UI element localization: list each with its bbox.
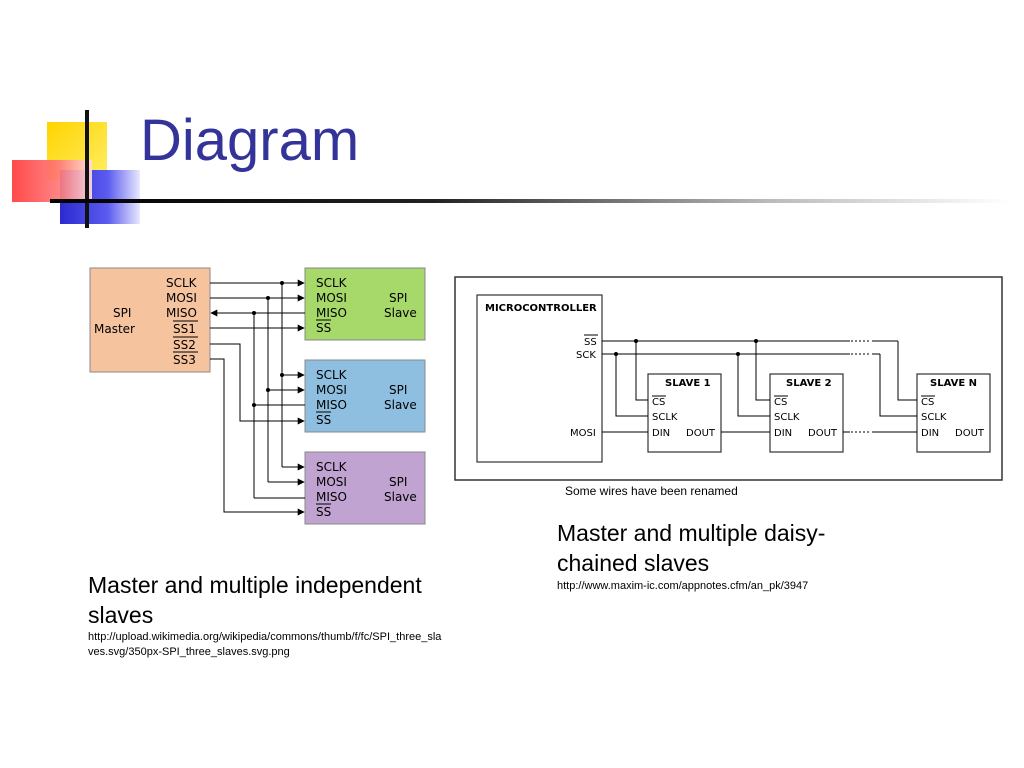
independent-slaves-diagram: SPI Master SCLK MOSI MISO SS1 SS2 SS3 SC… <box>89 267 426 525</box>
right-wires <box>602 340 917 433</box>
slave-n-box <box>916 373 991 453</box>
slave-1-pin-cs: CS <box>652 397 665 408</box>
slave-2-pin-sclk: SCLK <box>774 412 800 423</box>
independent-slaves-url-line2: ves.svg/350px-SPI_three_slaves.svg.png <box>88 646 290 658</box>
renamed-wires-note: Some wires have been renamed <box>565 484 738 498</box>
spi-slave-3-box <box>304 451 426 525</box>
slave1-pin-miso: MISO <box>316 306 347 320</box>
slave2-pin-mosi: MOSI <box>316 383 347 397</box>
title-underline <box>50 199 1010 203</box>
slave2-pin-ss: SS <box>316 413 331 427</box>
slave2-name-line1: SPI <box>389 383 407 397</box>
continuation-dots <box>851 340 871 433</box>
independent-slaves-caption: Master and multiple independent slaves <box>88 572 422 628</box>
slave-n-pin-sclk: SCLK <box>921 412 947 423</box>
right-junction-dots <box>614 339 758 356</box>
independent-slaves-url-line1: http://upload.wikimedia.org/wikipedia/co… <box>88 631 442 643</box>
slave-2-pin-din: DIN <box>774 428 792 439</box>
microcontroller-label: MICROCONTROLLER <box>485 303 597 314</box>
daisy-chain-caption: Master and multiple daisy-chained slaves <box>557 520 826 576</box>
slave3-pin-mosi: MOSI <box>316 475 347 489</box>
spi-slave-1-box <box>304 267 426 341</box>
slave-2-label: SLAVE 2 <box>786 378 832 389</box>
slave3-pin-sclk: SCLK <box>316 460 348 474</box>
daisy-chain-diagram: MICROCONTROLLER SS SCK MOSI SLAVE 1 CS S… <box>454 276 1003 481</box>
slave3-name-line1: SPI <box>389 475 407 489</box>
slave1-pin-mosi: MOSI <box>316 291 347 305</box>
slave-1-label: SLAVE 1 <box>665 378 711 389</box>
slave-2-box <box>769 373 844 453</box>
slave-2-pin-cs: CS <box>774 397 787 408</box>
slave2-pin-miso: MISO <box>316 398 347 412</box>
master-pin-mosi: MOSI <box>166 291 197 305</box>
slave-n-pin-dout: DOUT <box>955 428 985 439</box>
slave1-name-line1: SPI <box>389 291 407 305</box>
slave1-pin-ss: SS <box>316 321 331 335</box>
master-pin-ss1: SS1 <box>173 322 196 336</box>
daisy-chain-source-url: http://www.maxim-ic.com/appnotes.cfm/an_… <box>557 580 809 592</box>
master-pin-ss2: SS2 <box>173 338 196 352</box>
slave3-pin-ss: SS <box>316 505 331 519</box>
slave1-pin-sclk: SCLK <box>316 276 348 290</box>
slave-1-box <box>647 373 722 453</box>
slave3-name-line2: Slave <box>384 490 417 504</box>
spi-slave-2-box <box>304 359 426 433</box>
slave-1-pin-dout: DOUT <box>686 428 716 439</box>
slave3-pin-miso: MISO <box>316 490 347 504</box>
left-junction-dots <box>252 281 284 407</box>
microcontroller-box <box>476 294 603 463</box>
corner-decoration <box>12 110 140 228</box>
slave-1-pin-din: DIN <box>652 428 670 439</box>
slave-1-pin-sclk: SCLK <box>652 412 678 423</box>
master-pin-sclk: SCLK <box>166 276 198 290</box>
slave-n-pin-cs: CS <box>921 397 934 408</box>
slave-2-pin-dout: DOUT <box>808 428 838 439</box>
mcu-pin-sck: SCK <box>576 350 596 361</box>
master-name-line1: SPI <box>113 306 131 320</box>
spi-master-box <box>89 267 211 373</box>
master-pin-miso: MISO <box>166 306 197 320</box>
mcu-pin-mosi: MOSI <box>570 428 596 439</box>
mcu-pin-ss: SS <box>584 337 597 348</box>
slave-n-label: SLAVE N <box>930 378 977 389</box>
daisy-chain-frame <box>454 276 1003 481</box>
slave1-name-line2: Slave <box>384 306 417 320</box>
master-name-line2: Master <box>94 322 135 336</box>
left-wires <box>210 279 305 516</box>
slide-title: Diagram <box>140 108 360 173</box>
slave-n-pin-din: DIN <box>921 428 939 439</box>
slave2-name-line2: Slave <box>384 398 417 412</box>
slave2-pin-sclk: SCLK <box>316 368 348 382</box>
master-pin-ss3: SS3 <box>173 353 196 367</box>
